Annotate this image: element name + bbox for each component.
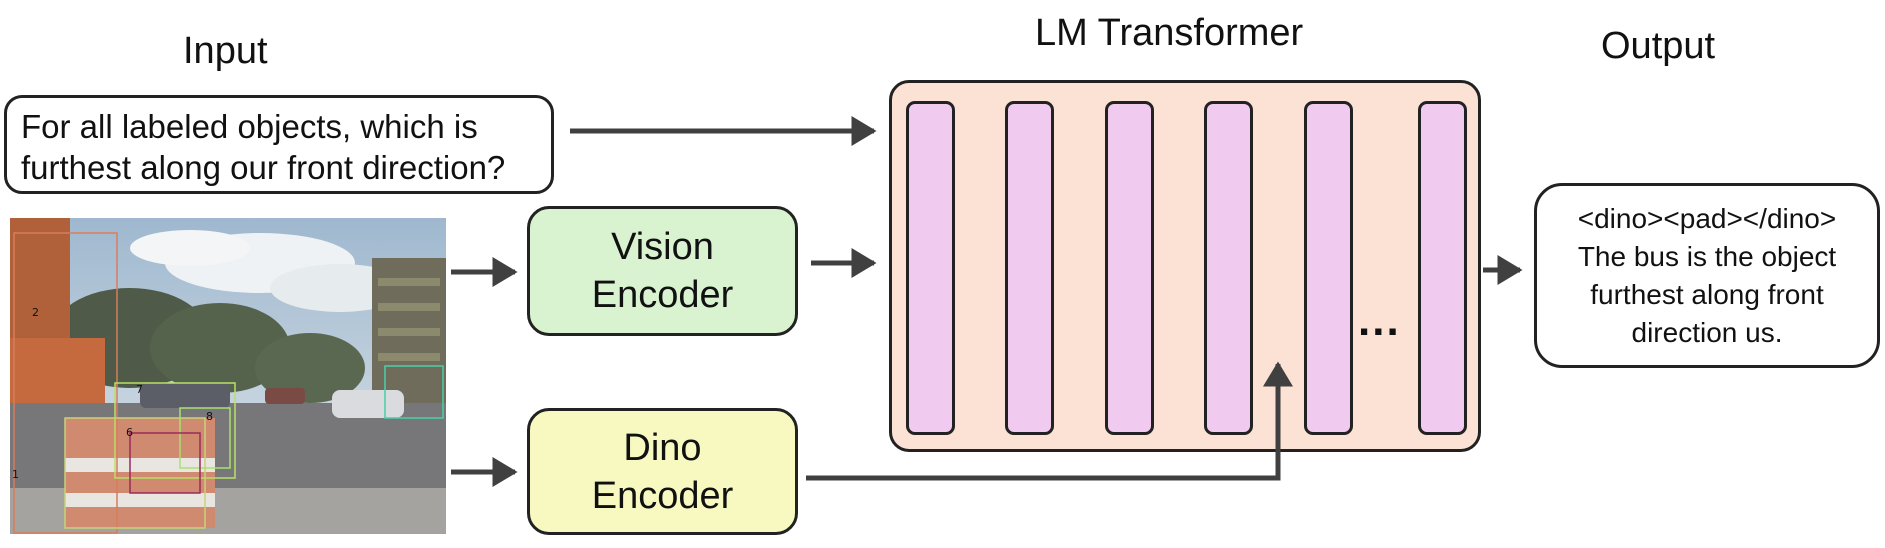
lm-transformer-heading: LM Transformer [1035, 12, 1304, 54]
transformer-layer [1105, 101, 1154, 435]
arrow-dino-encoder-to-transformer [806, 361, 1293, 481]
transformer-layer [1005, 101, 1054, 435]
question-line-1: For all labeled objects, which is [21, 108, 478, 145]
photo-label-6: 6 [126, 426, 133, 439]
output-line-1: <dino><pad></dino> [1577, 202, 1837, 234]
input-question-box: For all labeled objects, which is furthe… [4, 95, 554, 194]
output-box: <dino><pad></dino> The bus is the object… [1534, 183, 1880, 368]
transformer-layer [906, 101, 955, 435]
vision-encoder-line-1: Vision [611, 226, 714, 268]
vision-encoder-line-2: Encoder [591, 274, 734, 316]
dino-encoder-box: Dino Encoder [527, 408, 798, 535]
photo-label-2: 2 [32, 306, 39, 319]
output-line-4: direction us. [1631, 316, 1783, 348]
dino-encoder-line-1: Dino [623, 426, 702, 469]
lm-transformer-box [889, 80, 1481, 452]
photo-label-8: 8 [206, 410, 213, 423]
output-line-3: furthest along front [1590, 278, 1824, 310]
transformer-layer [1204, 101, 1253, 435]
output-heading: Output [1601, 25, 1716, 67]
output-line-2: The bus is the object [1577, 240, 1837, 272]
dino-encoder-line-2: Encoder [591, 474, 734, 517]
transformer-layer [1304, 101, 1353, 435]
transformer-layer [1418, 101, 1467, 435]
photo-label-7: 7 [136, 383, 143, 396]
photo-label-1: 1 [12, 468, 19, 481]
ellipsis: ... [1358, 296, 1401, 345]
input-camera-image: 2 7 6 8 1 [10, 218, 446, 534]
question-line-2: furthest along our front direction? [21, 149, 506, 186]
vision-encoder-box: Vision Encoder [527, 206, 798, 336]
input-heading: Input [183, 30, 268, 72]
